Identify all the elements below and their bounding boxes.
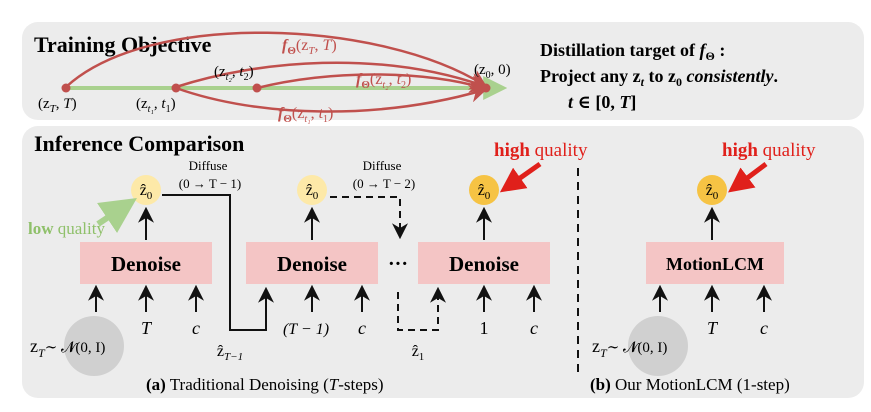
denoise-label-2: Denoise bbox=[277, 252, 347, 276]
objective-line3: t ∈ [0, T] bbox=[568, 92, 636, 112]
input-c-2: c bbox=[358, 318, 366, 338]
ellipsis: ··· bbox=[388, 253, 408, 275]
point-zt1 bbox=[171, 83, 181, 93]
zT-prior-b: zT∼ 𝓝(0, I) bbox=[592, 336, 667, 360]
arc-top bbox=[65, 31, 487, 88]
input-c-3: c bbox=[530, 318, 538, 338]
zT-prior-a: zT∼ 𝓝(0, I) bbox=[30, 336, 105, 360]
arc-mid bbox=[256, 73, 488, 93]
diffuse-path-1 bbox=[162, 194, 274, 331]
diffuse-label-2: Diffuse bbox=[363, 158, 402, 173]
diffuse-path-2 bbox=[330, 196, 408, 240]
denoise-box-3 bbox=[418, 242, 550, 284]
label-arc-top: fΘ(zT, T) bbox=[282, 37, 337, 57]
caption-b: (b) Our MotionLCM (1-step) bbox=[590, 375, 790, 394]
caption-a: (a) Traditional Denoising (T-steps) bbox=[146, 375, 384, 394]
label-zT-T: (zT, T) bbox=[38, 96, 77, 115]
training-panel bbox=[22, 22, 864, 120]
input-T-a: T bbox=[141, 318, 153, 338]
input-T-b: T bbox=[707, 318, 719, 338]
zhat-T-minus-1: ẑT−1 bbox=[217, 343, 243, 363]
point-z0 bbox=[481, 83, 491, 93]
input-c-b: c bbox=[760, 318, 768, 338]
low-quality-arrow bbox=[96, 198, 137, 233]
denoise-label-1: Denoise bbox=[111, 252, 181, 276]
low-quality-label: low quality bbox=[28, 219, 105, 238]
arc-mid-upper bbox=[175, 61, 488, 90]
diffuse-range-2: (0 → T − 2) bbox=[353, 176, 415, 191]
z0-circle-2 bbox=[297, 175, 327, 205]
denoise-label-3: Denoise bbox=[449, 252, 519, 276]
high-quality-label-b: high quality bbox=[722, 140, 816, 161]
input-T-minus-1: (T − 1) bbox=[283, 321, 329, 338]
point-zT bbox=[61, 83, 71, 93]
inference-title: Inference Comparison bbox=[34, 131, 244, 156]
input-c-1: c bbox=[192, 318, 200, 338]
z0-circle-3 bbox=[469, 175, 499, 205]
motionlcm-label: MotionLCM bbox=[666, 254, 764, 274]
z0-label-3: ẑ0 bbox=[478, 182, 491, 202]
objective-line2: Project any zt to z0 consistently. bbox=[540, 66, 778, 89]
diffuse-range-1: (0 → T − 1) bbox=[179, 176, 241, 191]
noise-circle-a bbox=[64, 316, 124, 376]
z0-circle-b bbox=[697, 175, 727, 205]
arc-bottom bbox=[175, 85, 488, 113]
noise-circle-b bbox=[628, 316, 688, 376]
diffuse-label-1: Diffuse bbox=[189, 158, 228, 173]
denoise-box-1 bbox=[80, 242, 212, 284]
z0-label-2: ẑ0 bbox=[306, 182, 319, 202]
input-1: 1 bbox=[480, 318, 489, 338]
denoise-box-2 bbox=[246, 242, 378, 284]
point-zt2 bbox=[252, 83, 262, 93]
label-z0-0: (z0, 0) bbox=[474, 62, 511, 81]
motionlcm-box bbox=[646, 242, 784, 284]
label-arc-mid: fΘ(zt₂, t2) bbox=[356, 71, 411, 91]
high-quality-label-a: high quality bbox=[494, 140, 588, 161]
label-arc-bottom: fΘ(zt₁, t1) bbox=[278, 105, 333, 125]
z0-label-b: ẑ0 bbox=[706, 182, 719, 202]
z0-label-1: ẑ0 bbox=[140, 182, 153, 202]
high-quality-arrow-b bbox=[728, 162, 768, 193]
high-quality-arrow-a bbox=[499, 161, 542, 193]
zhat-1: ẑ1 bbox=[412, 343, 425, 363]
diffuse-path-3 bbox=[397, 286, 446, 331]
z0-circle-1 bbox=[131, 175, 161, 205]
objective-line1: Distillation target of fΘ : bbox=[540, 40, 725, 63]
